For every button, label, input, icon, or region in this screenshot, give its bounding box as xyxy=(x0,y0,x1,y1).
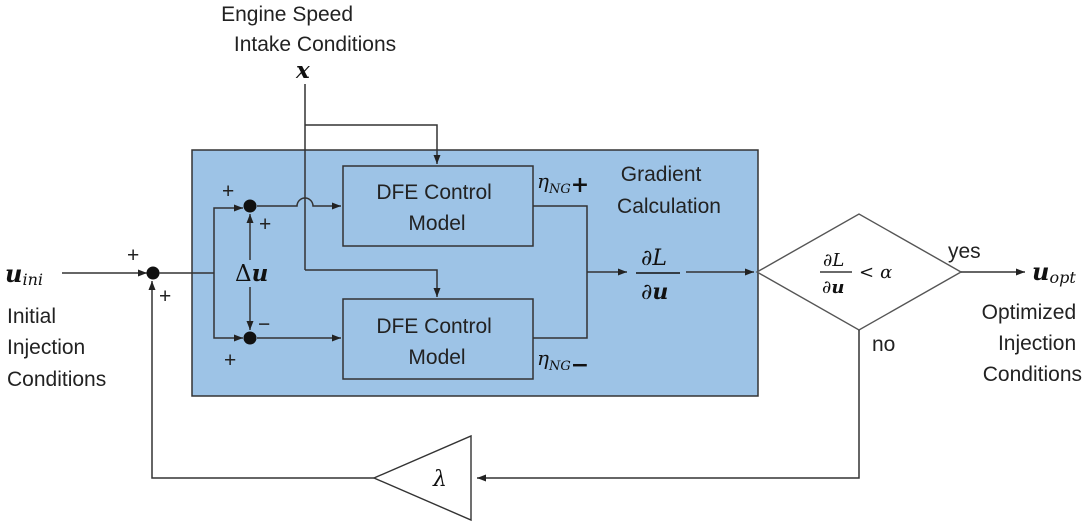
decision-numerator: ∂L xyxy=(823,250,844,271)
gradient-numerator: ∂L xyxy=(641,246,667,271)
decision-less-than-alpha: <α xyxy=(859,262,892,283)
bottom-model-output-wire xyxy=(533,272,588,339)
node-bottom-minus: − xyxy=(258,313,270,336)
u-opt-label: uopt xyxy=(1032,257,1076,287)
gradient-denominator: ∂u xyxy=(641,279,668,305)
summing-junction xyxy=(146,266,160,280)
eta-ng-minus-label: ηNG− xyxy=(537,346,589,378)
optimized-injection-conditions-label: Optimized Injection Conditions xyxy=(982,301,1082,386)
no-feedback-wire xyxy=(477,330,860,482)
node-top-plus-left: + xyxy=(222,180,234,203)
eta-ng-plus-label: ηNG+ xyxy=(537,169,589,198)
u-ini-label: uini xyxy=(5,259,43,289)
node-bottom-plus: + xyxy=(224,349,236,372)
top-model-output-wire xyxy=(533,205,588,272)
sum-plus-top: + xyxy=(127,244,139,267)
gain-to-sum-wire xyxy=(148,281,374,479)
split-to-bottom-node-wire xyxy=(213,273,243,342)
engine-speed-label: Engine Speed Intake Conditions xyxy=(221,3,396,56)
split-to-top-node-wire xyxy=(213,204,243,273)
delta-u-label: Δu xyxy=(235,260,268,287)
perturbation-node-top xyxy=(243,199,257,213)
initial-injection-conditions-label: Initial Injection Conditions xyxy=(7,305,106,391)
dfe-control-model-top-label: DFE Control Model xyxy=(376,181,497,235)
perturbation-node-bottom xyxy=(243,331,257,345)
lambda-gain-block xyxy=(372,434,472,522)
dfe-control-model-bottom-label: DFE Control Model xyxy=(376,315,497,369)
no-label: no xyxy=(872,333,895,356)
dfe-control-model-bottom-box xyxy=(342,298,534,380)
node-top-plus-right: + xyxy=(259,213,271,236)
lambda-symbol: λ xyxy=(432,467,447,492)
sum-plus-bottom: + xyxy=(159,285,171,308)
x-symbol: x xyxy=(295,57,310,84)
decision-denominator: ∂u xyxy=(822,277,844,298)
x-to-bottom-model-wire xyxy=(305,269,441,297)
x-to-top-model-wire xyxy=(305,124,441,164)
gradient-calculation-title: Gradient Calculation xyxy=(617,163,721,218)
yes-label: yes xyxy=(948,240,981,263)
